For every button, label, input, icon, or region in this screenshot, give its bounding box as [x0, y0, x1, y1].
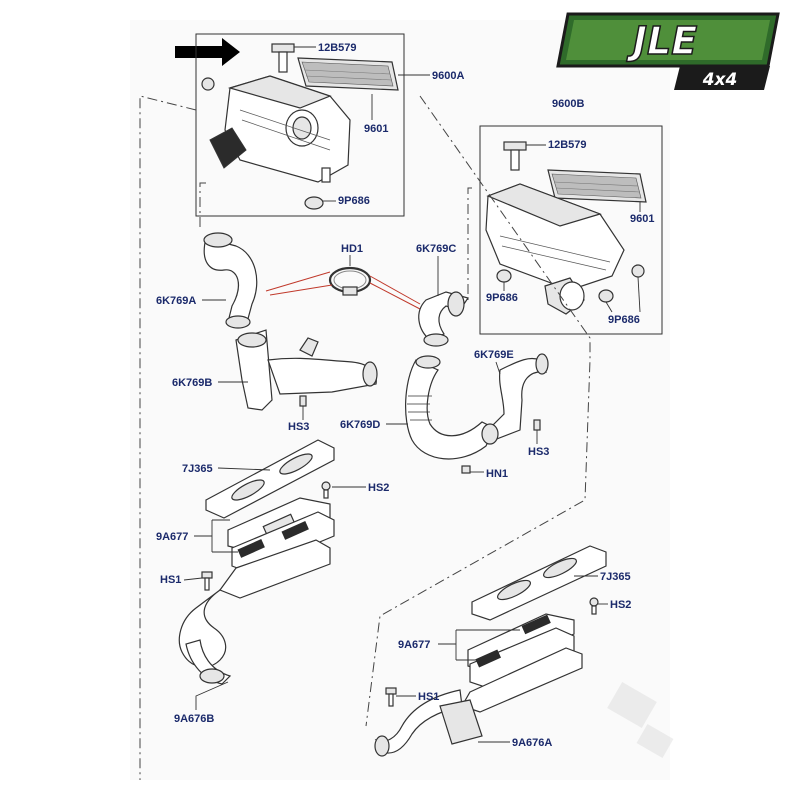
seal-7j365-right [471, 545, 607, 621]
label-12B579-top: 12B579 [318, 42, 357, 54]
phantom-line-b [467, 187, 472, 304]
screw-hs3-right [533, 419, 541, 431]
airbox-b-frame [479, 125, 663, 335]
label-HN1: HN1 [486, 468, 508, 480]
airbox-a [201, 75, 351, 183]
hose-6k769d [405, 355, 495, 460]
airbox-a-frame [195, 33, 405, 217]
label-HD1: HD1 [341, 243, 363, 255]
label-9A676B: 9A676B [174, 713, 214, 725]
screw-hs3-left [299, 395, 307, 407]
label-7J365-left: 7J365 [182, 463, 213, 475]
label-9601-top: 9601 [364, 123, 388, 135]
label-12B579-right: 12B579 [548, 139, 587, 151]
label-HS1-left: HS1 [160, 574, 181, 586]
hose-6k769c [418, 291, 469, 347]
phantom-line-a [199, 182, 206, 230]
intake-filter-9a677-left [227, 497, 335, 573]
mass-airflow-sensor-b [503, 141, 527, 171]
airbox-b [485, 183, 645, 315]
logo-sub-plate [674, 66, 770, 90]
label-HS2-left: HS2 [368, 482, 389, 494]
label-9601-right: 9601 [630, 213, 654, 225]
label-HS2-right: HS2 [610, 599, 631, 611]
label-6K769C: 6K769C [416, 243, 456, 255]
label-7J365-right: 7J365 [600, 571, 631, 583]
label-HS3-left: HS3 [288, 421, 309, 433]
mass-airflow-sensor-a [271, 43, 295, 73]
filter-element-b [547, 169, 647, 203]
highlight-line-2 [269, 284, 333, 296]
label-9A677-right: 9A677 [398, 639, 430, 651]
logo-brand: JLE [626, 19, 697, 63]
highlight-line-3 [369, 275, 421, 305]
label-9600A: 9600A [432, 70, 464, 82]
label-HS3-right: HS3 [528, 446, 549, 458]
label-9600B: 9600B [552, 98, 584, 110]
nut-hn1 [461, 465, 471, 474]
label-HS1-right: HS1 [418, 691, 439, 703]
filter-element-a [297, 57, 399, 91]
logo-sub: 4x4 [702, 70, 738, 90]
screw-hs2-right [589, 597, 599, 615]
screw-hs2-left [321, 481, 331, 499]
label-9A677-left: 9A677 [156, 531, 188, 543]
label-9P686-right-a: 9P686 [486, 292, 518, 304]
jle-logo: JLE 4x4 [556, 12, 780, 90]
phantom-line-right [365, 95, 591, 727]
label-9P686-top: 9P686 [338, 195, 370, 207]
grommet-b1 [496, 269, 512, 283]
label-6K769D: 6K769D [340, 419, 380, 431]
watermark-pattern [607, 682, 674, 759]
duct-9a676b [178, 539, 331, 685]
duct-9a676a [374, 647, 583, 757]
hose-clamp-hd1 [328, 266, 372, 296]
seal-7j365-left [205, 439, 335, 519]
label-6K769A: 6K769A [156, 295, 196, 307]
logo-plate-inner [566, 20, 770, 60]
duct-6k769b [235, 329, 378, 411]
arrow-right-icon [175, 38, 240, 66]
label-9P686-right-b: 9P686 [608, 314, 640, 326]
label-9A676A: 9A676A [512, 737, 552, 749]
highlight-line-4 [369, 282, 421, 310]
bolt-hs1-right [385, 687, 397, 707]
label-6K769B: 6K769B [172, 377, 212, 389]
hose-6k769a [203, 232, 258, 329]
grommet-b2 [598, 289, 614, 303]
grommet-a [304, 196, 324, 210]
label-6K769E: 6K769E [474, 349, 514, 361]
highlight-line-1 [265, 271, 331, 292]
duct-6k769e [481, 353, 549, 445]
bolt-hs1-left [201, 571, 213, 591]
